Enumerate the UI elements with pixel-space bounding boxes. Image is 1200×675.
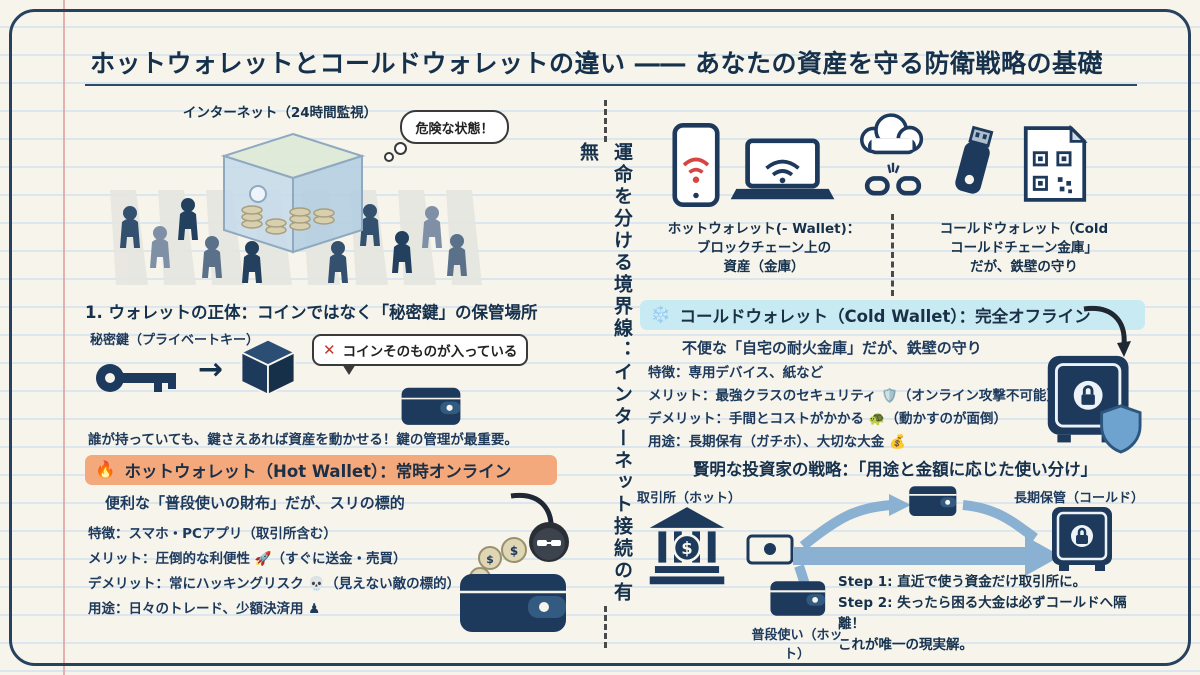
cold-wallet-subheading: 不便な「自宅の耐火金庫」だが、鉄壁の守り (682, 339, 982, 357)
cold-wallet-heading: コールドウォレット（Cold Wallet）：完全オフライン (679, 307, 1091, 326)
cold-item-use: 用途：長期保有（ガチホ）、大切な大金 💰 (648, 434, 906, 450)
hot-caption-line2: ブロックチェーン上の (696, 240, 832, 256)
icon-group-divider (891, 214, 894, 296)
svg-text:$: $ (681, 539, 692, 558)
step-1: Step 1: 直近で使う資金だけ取引所に。 (838, 574, 1087, 590)
flow-wallet-bottom-icon (770, 581, 826, 616)
page-title: ホットウォレットとコールドウォレットの違い ―― あなたの資産を守る防衛戦略の基… (90, 44, 1103, 80)
title-part2: あなたの資産を守る防衛戦略の基礎 (694, 49, 1103, 78)
coins (241, 205, 335, 235)
hot-wallet-subheading: 便利な「普段使いの財布」だが、スリの標的 (105, 494, 405, 512)
strategy-flow-diagram (746, 486, 1112, 616)
identity-heading: 1. ウォレットの正体：コインではなく「秘密鍵」の保管場所 (85, 303, 538, 322)
wallet-icon (401, 387, 461, 425)
hot-item-demerit: デメリット：常にハッキングリスク 💀（見えない敵の標的） (88, 576, 461, 592)
cold-item-merit: メリット：最強クラスのセキュリティ 🛡️（オンライン攻撃不可能） (648, 388, 1060, 404)
cross-mark-icon: ✕ (323, 341, 336, 359)
cold-caption-line3: だが、鉄壁の守り (970, 259, 1078, 275)
cloud-icon (860, 113, 924, 155)
strategy-heading: 賢明な投資家の戦略：「用途と金額に応じた使い分け」 (692, 460, 1098, 479)
laptop-icon (730, 138, 835, 200)
danger-thought-bubble: 危険な状態！ (400, 110, 509, 144)
glass-safe (220, 132, 366, 254)
bank-icon: $ (649, 507, 725, 585)
hot-wallet-list: 特徴：スマホ・PCアプリ（取引所含む） メリット：圧倒的な利便性 🚀（すぐに送金… (88, 522, 460, 622)
hot-caption-line1: ホットウォレット(- Wallet)： (667, 221, 861, 237)
usb-drive-icon (955, 125, 994, 194)
coin-callout-text: コインそのものが入っている (342, 344, 518, 360)
hot-item-merit: メリット：圧倒的な利便性 🚀（すぐに送金・売買） (88, 551, 407, 567)
divider-dash-top (603, 100, 607, 142)
flow-wallet-top-icon (909, 486, 957, 516)
hot-wallet-bar: 🔥 ホットウォレット（Hot Wallet）：常時オンライン (85, 455, 557, 485)
snowflake-icon: ❄️ (650, 305, 671, 324)
shield-icon (1100, 404, 1142, 454)
curved-arrow-cold-icon (1083, 305, 1131, 357)
bubble-dot-large (394, 142, 407, 155)
danger-bubble-text: 危険な状態！ (415, 121, 494, 137)
title-underline (85, 84, 1137, 86)
longterm-label: 長期保管（コールド） (1014, 491, 1145, 506)
flame-icon: 🔥 (95, 460, 116, 479)
coin-callout-bubble: ✕ コインそのものが入っている (312, 334, 529, 375)
key-icon (96, 364, 176, 392)
step-conclusion: これが唯一の現実解。 (838, 637, 973, 653)
step-2: Step 2: 失ったら困る大金は必ずコールドへ隔離！ (838, 595, 1127, 632)
title-dash: ―― (634, 49, 686, 78)
paper-wallet-icon (1023, 124, 1088, 202)
cold-item-demerit: デメリット：手間とコストがかかる 🐢（動かすのが面倒） (648, 411, 1008, 427)
hot-device-caption: ホットウォレット(- Wallet)： ブロックチェーン上の 資産（金庫） (640, 220, 888, 277)
cold-device-caption: コールドウォレット（Cold コールドチェーン金庫」 だが、鉄壁の守り (900, 220, 1148, 277)
crowd-safe-illustration (110, 132, 482, 285)
cold-safe-icon (1047, 355, 1142, 454)
broken-link-icon (864, 162, 922, 196)
notebook-margin-line (63, 0, 65, 675)
daily-label: 普段使い（ホット） (751, 628, 843, 662)
key-note: 誰が持っていても、鍵さえあれば資産を動かせる！鍵の管理が最重要。 (88, 432, 518, 448)
smartphone-icon (672, 123, 720, 207)
money-bill-icon (746, 534, 794, 565)
cold-wallet-list: 特徴：専用デバイス、紙など メリット：最強クラスのセキュリティ 🛡️（オンライン… (648, 362, 1060, 454)
arrow-right-icon: → (198, 352, 224, 387)
strategy-steps: Step 1: 直近で使う資金だけ取引所に。 Step 2: 失ったら困る大金は… (838, 572, 1150, 656)
private-key-label: 秘密鍵（プライベートキー） (90, 333, 260, 348)
fate-divider: 運命を分ける境界線：インターネット接続の有無 (577, 100, 633, 648)
cube-icon (239, 338, 297, 396)
internet-caption: インターネット（24時間監視） (182, 105, 378, 121)
svg-text:$: $ (510, 544, 518, 558)
svg-text:$: $ (486, 553, 494, 566)
hacker-icon (529, 522, 569, 562)
hot-item-feature: 特徴：スマホ・PCアプリ（取引所含む） (88, 526, 337, 542)
hot-item-use: 用途：日々のトレード、少額決済用 ♟ (88, 601, 321, 617)
speech-tail (342, 364, 356, 375)
flow-safe-icon (1052, 507, 1112, 571)
cold-item-feature: 特徴：専用デバイス、紙など (648, 365, 824, 381)
bubble-dot-small (384, 152, 394, 162)
cold-wallet-bar: ❄️ コールドウォレット（Cold Wallet）：完全オフライン (640, 300, 1145, 330)
exchange-label: 取引所（ホット） (636, 491, 741, 506)
qr-code (1032, 151, 1072, 191)
hot-wallet-thief-illustration: $ $ (460, 522, 569, 632)
cold-caption-line1: コールドウォレット（Cold (939, 221, 1109, 237)
big-wallet-icon (460, 574, 566, 632)
hot-wallet-heading: ホットウォレット（Hot Wallet）：常時オンライン (124, 462, 512, 481)
title-part1: ホットウォレットとコールドウォレットの違い (90, 49, 626, 78)
hot-caption-line3: 資産（金庫） (723, 259, 805, 275)
divider-label: 運命を分ける境界線：インターネット接続の有無 (577, 142, 633, 604)
cold-caption-line2: コールドチェーン金庫」 (950, 240, 1098, 256)
divider-dash-bottom (603, 606, 607, 648)
